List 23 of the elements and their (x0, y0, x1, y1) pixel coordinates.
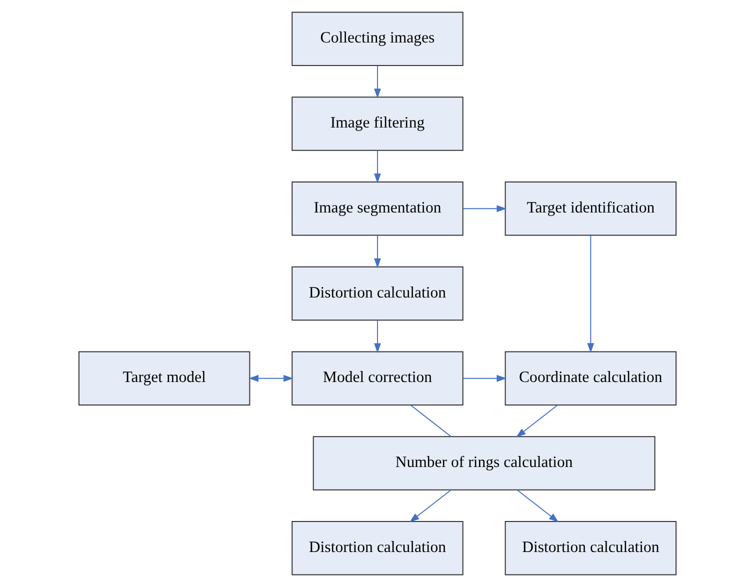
node-box: Number of rings calculation (312, 436, 655, 490)
arrow (462, 374, 506, 382)
arrow (586, 234, 594, 353)
node-box: Target identification (504, 181, 676, 236)
node-box: Target model (78, 351, 250, 406)
arrow (408, 490, 451, 522)
arrow (374, 150, 380, 184)
arrow (462, 205, 506, 212)
node-box: Coordinate calculation (504, 351, 676, 406)
node-box: Collecting images (291, 12, 463, 66)
arrow (516, 404, 558, 438)
node-box: Image filtering (291, 96, 463, 151)
node-box: Distortion calculation (504, 521, 676, 576)
node-box: Distortion calculation (291, 521, 463, 576)
arrow (248, 374, 293, 382)
node-box: Image segmentation (291, 181, 463, 236)
connector (410, 404, 451, 437)
arrow (374, 234, 380, 268)
arrow (516, 490, 558, 522)
arrow (374, 65, 380, 98)
arrow (374, 320, 380, 354)
node-box: Distortion calculation (291, 266, 463, 321)
node-box: Model correction (291, 351, 463, 406)
